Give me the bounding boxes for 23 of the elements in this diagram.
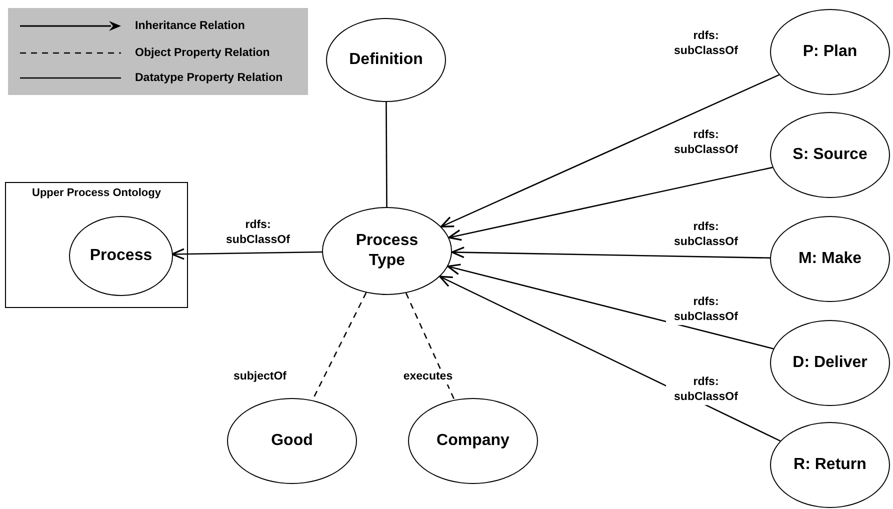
node-label: Process — [88, 246, 154, 266]
node-label: M: Make — [797, 249, 863, 269]
connector — [439, 276, 781, 442]
node-label: P: Plan — [802, 42, 858, 62]
node-label: S: Source — [792, 145, 868, 165]
connector — [448, 166, 773, 241]
node-label: Company — [436, 431, 510, 451]
connector — [447, 264, 774, 350]
connector — [451, 246, 770, 259]
dashed-connector — [405, 292, 455, 400]
node-label: D: Deliver — [792, 353, 868, 373]
frame-title: Upper Process Ontology — [31, 187, 162, 199]
legend-text: Object Property Relation — [135, 47, 270, 59]
node-label: Process Type — [354, 231, 420, 271]
legend-text: Inheritance Relation — [135, 20, 245, 32]
node-label: Definition — [348, 50, 424, 70]
connector — [440, 74, 780, 228]
legend-text: Datatype Property Relation — [135, 72, 283, 84]
connector — [171, 248, 322, 260]
node-label: Good — [270, 431, 314, 451]
connector — [386, 102, 388, 207]
node-label: R: Return — [792, 455, 868, 475]
ontology-frame — [5, 182, 188, 308]
